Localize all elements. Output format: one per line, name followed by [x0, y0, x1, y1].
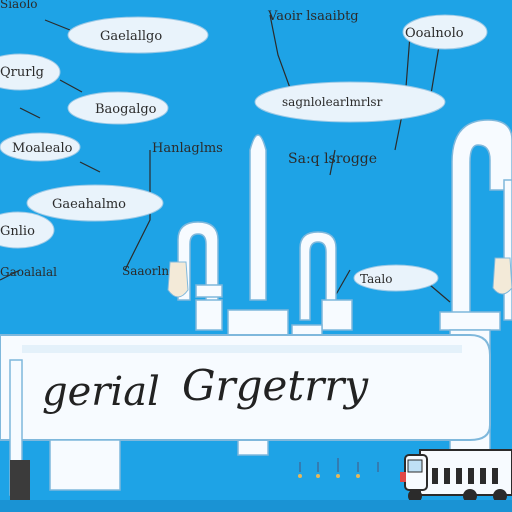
- label-10: sagnlolearlmrlsr: [282, 95, 383, 109]
- label-7: Vaoir lsaaibtg: [267, 9, 359, 24]
- label-bubbles: [0, 14, 488, 292]
- label-12: Hanlaglms: [152, 141, 223, 156]
- label-6: Gnlio: [0, 224, 35, 239]
- label-5: Gaeahalmo: [52, 197, 126, 212]
- label-15: Taalo: [360, 272, 392, 286]
- label-14: Saaorlnio: [122, 264, 180, 278]
- tank-title-left: gerial: [42, 369, 160, 415]
- label-11: Sa:q lsrogge: [288, 151, 377, 167]
- sample-bottles: [167, 257, 512, 298]
- label-16: Siaolo: [0, 0, 38, 11]
- gauge-icon: [298, 458, 379, 478]
- ground: [0, 500, 512, 512]
- leader-lines: [0, 14, 451, 306]
- main-tank: [0, 334, 491, 500]
- label-4: Moalealo: [12, 141, 73, 156]
- label-1: Gaelallgo: [100, 29, 162, 44]
- label-2: Qrurlg: [0, 65, 44, 80]
- label-8: Ooalnolo: [405, 26, 464, 41]
- label-3: Baogalgo: [95, 102, 157, 117]
- tank-title-right: Grgetrry: [182, 361, 369, 410]
- tanker-truck-icon: [400, 449, 512, 503]
- label-13: Gaoalalal: [0, 265, 57, 279]
